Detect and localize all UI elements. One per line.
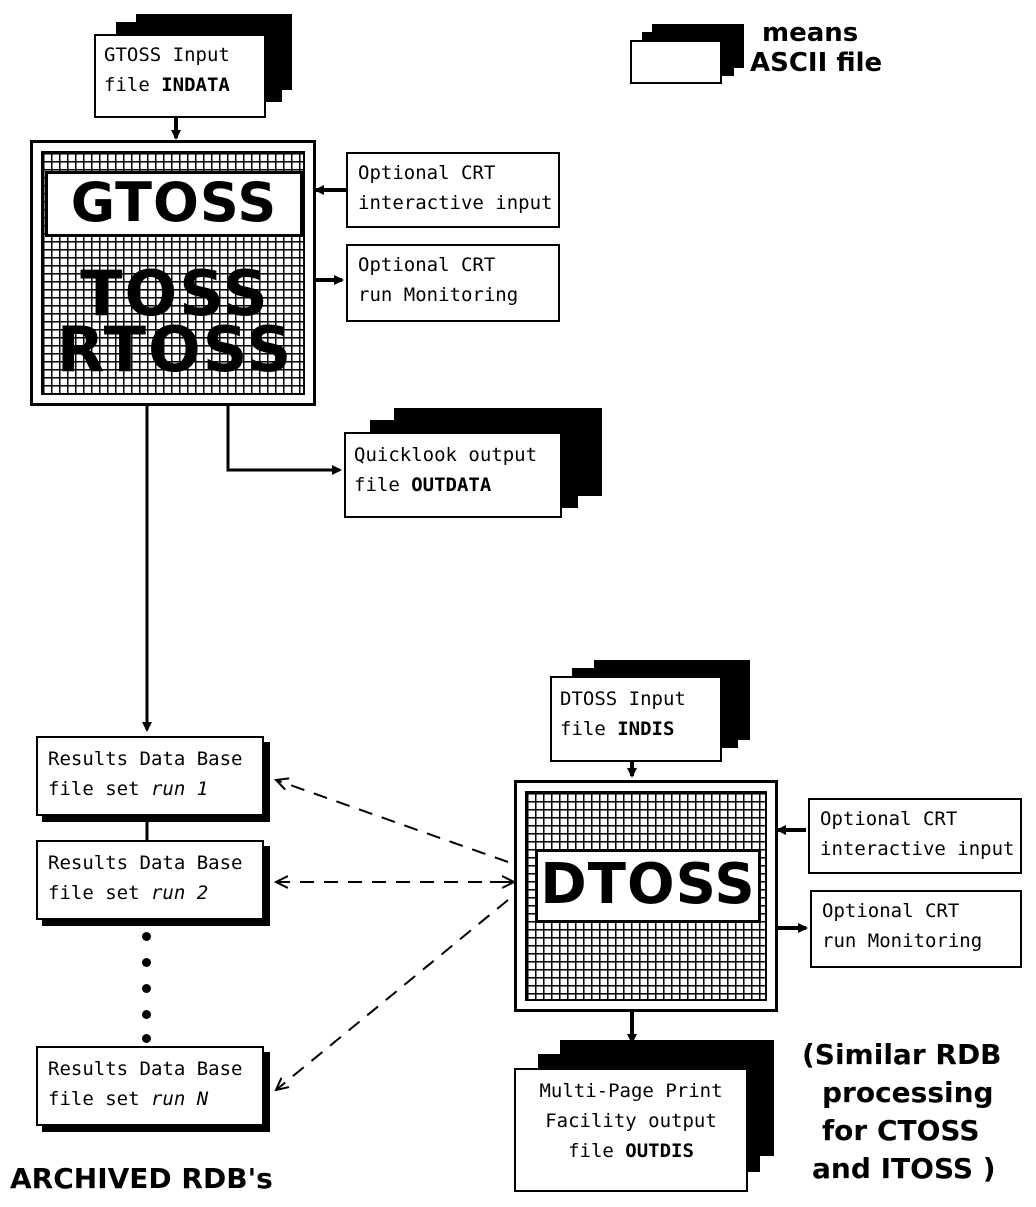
ellipsis-dot	[142, 984, 151, 993]
gtoss-input-line2: file INDATA	[104, 74, 230, 96]
gtoss-processor: GTOSS TOSS RTOSS	[30, 140, 316, 406]
ellipsis-dot	[142, 1034, 151, 1043]
dtoss-crt-input: Optional CRT interactive input	[808, 798, 1022, 874]
toss-label: TOSS	[80, 257, 270, 330]
archived-rdbs-label: ARCHIVED RDB's	[10, 1162, 273, 1195]
similar-rdb-note-line3: for CTOSS	[822, 1114, 980, 1147]
gtoss-title: GTOSS	[45, 171, 303, 237]
dtoss-title: DTOSS	[535, 849, 761, 923]
gtoss-crt-monitoring: Optional CRT run Monitoring	[346, 244, 560, 322]
similar-rdb-note-line1: (Similar RDB	[802, 1038, 1002, 1071]
rtoss-label: RTOSS	[56, 313, 294, 386]
dtoss-processor: DTOSS	[514, 780, 778, 1012]
rdb-file-set-run2: Results Data Base file set run 2	[36, 840, 264, 920]
arrow-gtoss-to-quicklook	[226, 405, 342, 475]
similar-rdb-note-line2: processing	[822, 1076, 994, 1109]
ellipsis-dot	[142, 1010, 151, 1019]
gtoss-crt-input: Optional CRT interactive input	[346, 152, 560, 228]
dashed-arrow-to-run1	[276, 780, 509, 863]
gtoss-input-line1: GTOSS Input	[104, 44, 230, 66]
rdb-file-set-runN: Results Data Base file set run N	[36, 1046, 264, 1126]
dtoss-crt-monitoring: Optional CRT run Monitoring	[810, 890, 1022, 968]
legend-means: means	[762, 18, 859, 48]
legend-ascii-file: ASCII file	[750, 48, 883, 78]
dashed-arrow-to-runN	[276, 899, 509, 1090]
rdb-file-set-run1: Results Data Base file set run 1	[36, 736, 264, 816]
ellipsis-dot	[142, 932, 151, 941]
similar-rdb-note-line4: and ITOSS )	[812, 1152, 996, 1185]
ellipsis-dot	[142, 958, 151, 967]
